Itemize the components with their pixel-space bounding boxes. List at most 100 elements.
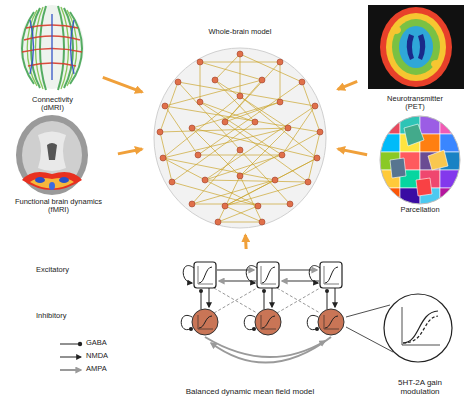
caption-text: Connectivity (dMRI): [23, 96, 83, 113]
mean-field-circuit-part: [205, 337, 325, 357]
mean-field-circuit: [181, 262, 344, 363]
legend-samples-part: [60, 357, 81, 358]
gain-zoom: [346, 294, 452, 362]
fmri-image-part: [47, 143, 57, 160]
caption-text: 5HT-2A gain modulation: [378, 378, 462, 396]
brain-network-part-part: [252, 119, 258, 125]
parcellation-image-part-part: [400, 188, 420, 206]
brain-network-part-part: [299, 79, 305, 85]
pet-image-part: [418, 34, 425, 60]
brain-network-part-part: [237, 147, 243, 153]
layer-label: Excitatory: [36, 266, 69, 275]
brain-network: [154, 48, 326, 228]
parcellation-image-part: [380, 116, 460, 206]
input-arrow: [244, 235, 248, 249]
parcellation-image-part: [380, 116, 460, 204]
pet-image-part: [399, 26, 433, 68]
fmri-image-part: [35, 177, 45, 183]
ei-unit: [181, 262, 218, 335]
legend-samples: [60, 342, 82, 370]
tractography-image-part: [22, 6, 82, 90]
input-arrow: [338, 149, 367, 155]
mean-field-circuit-part: [211, 337, 331, 363]
layer-label: Inhibitory: [36, 312, 66, 321]
pet-image-part: [392, 19, 440, 75]
image-panel: Neurotransmitter (PET): [360, 2, 470, 114]
legend-samples-part: [78, 342, 82, 346]
brain-network-part-part: [259, 77, 265, 83]
caption-text: Parcellation: [400, 206, 439, 215]
caption-text: Neurotransmitter (PET): [379, 95, 451, 112]
brain-network-part-part: [157, 129, 163, 135]
brain-network-part-part: [197, 59, 203, 65]
brain-network-part-part: [175, 79, 181, 85]
brain-network-part-part: [277, 99, 283, 105]
gain-zoom-part: [402, 307, 440, 345]
pet-image: [368, 5, 464, 89]
parcellation-image-part-part: [390, 158, 406, 178]
legend-samples-part: [60, 369, 81, 371]
caption-text: Whole-brain model: [209, 28, 272, 37]
parcellation-image-part-part: [380, 188, 400, 206]
input-arrow: [103, 77, 142, 92]
tractography-image-part-part: [27, 10, 37, 86]
zoom-panel: 5HT-2A gain modulation: [372, 290, 468, 398]
pet-image-part: [391, 26, 401, 34]
model-panel: Whole-brain model: [145, 26, 335, 232]
parcellation-image: [380, 116, 460, 206]
brain-network-part-part: [237, 173, 243, 179]
fmri-image-part: [49, 182, 55, 190]
tractography-image-part-part: [61, 7, 69, 89]
parcellation-image-part-part: [428, 150, 448, 170]
gain-zoom-part: [384, 294, 452, 362]
fmri-image-part: [22, 172, 82, 190]
image-panel: Connectivity (dMRI): [5, 2, 100, 115]
pet-image-part: [431, 60, 441, 68]
brain-network-part-part: [160, 155, 166, 161]
brain-network-part-part: [317, 129, 323, 135]
brain-network-part-part: [272, 177, 278, 183]
legend-text: AMPA: [86, 365, 107, 374]
brain-network-part-part: [215, 219, 221, 225]
brain-network-part: [154, 48, 326, 228]
mean-field-circuit-part: [217, 269, 254, 271]
input-arrow: [338, 81, 357, 89]
brain-network-part-part: [189, 125, 195, 131]
tractography-image-part-part: [71, 20, 75, 74]
brain-network-part-part: [279, 152, 285, 158]
tractography-image-part-part: [36, 7, 44, 89]
tractography-image-part: [27, 7, 77, 89]
circuit-panel: Balanced dynamic mean field model: [140, 252, 360, 398]
pet-image-part: [368, 5, 464, 89]
parcellation-image-part-part: [416, 178, 432, 196]
fmri-image-part: [16, 115, 88, 195]
brain-network-part-part: [222, 119, 228, 125]
brain-network-part-part: [237, 51, 243, 57]
fmri-image: [16, 115, 88, 195]
pet-image-part: [380, 7, 452, 87]
brain-network-part-part: [195, 152, 201, 158]
fmri-image-part: [59, 177, 69, 183]
tractography-image-part-part: [67, 10, 77, 86]
brain-network-part-part: [312, 103, 318, 109]
tractography-image-part-part: [30, 20, 34, 74]
caption-text: Balanced dynamic mean field model: [186, 387, 315, 396]
gain-zoom-part: [403, 316, 438, 343]
caption-text: Functional brain dynamics (fMRI): [7, 198, 111, 215]
pet-image-part: [407, 34, 414, 60]
brain-network-part-part: [255, 203, 261, 209]
brain-network-part: [157, 51, 323, 225]
pet-image-part: [386, 13, 446, 81]
ei-unit: [244, 262, 281, 335]
mean-field-circuit-part: [280, 269, 317, 271]
input-arrow: [118, 149, 142, 154]
brain-network-part-part: [202, 177, 208, 183]
tractography-image-part-part: [70, 12, 82, 84]
ei-unit: [307, 262, 344, 335]
brain-network-part-part: [237, 93, 243, 99]
tractography-image-part: [20, 5, 84, 89]
parcellation-image-part-part: [420, 116, 440, 134]
legend-text: NMDA: [86, 352, 108, 361]
legend-text: GABA: [86, 339, 107, 348]
brain-network-part-part: [259, 219, 265, 225]
